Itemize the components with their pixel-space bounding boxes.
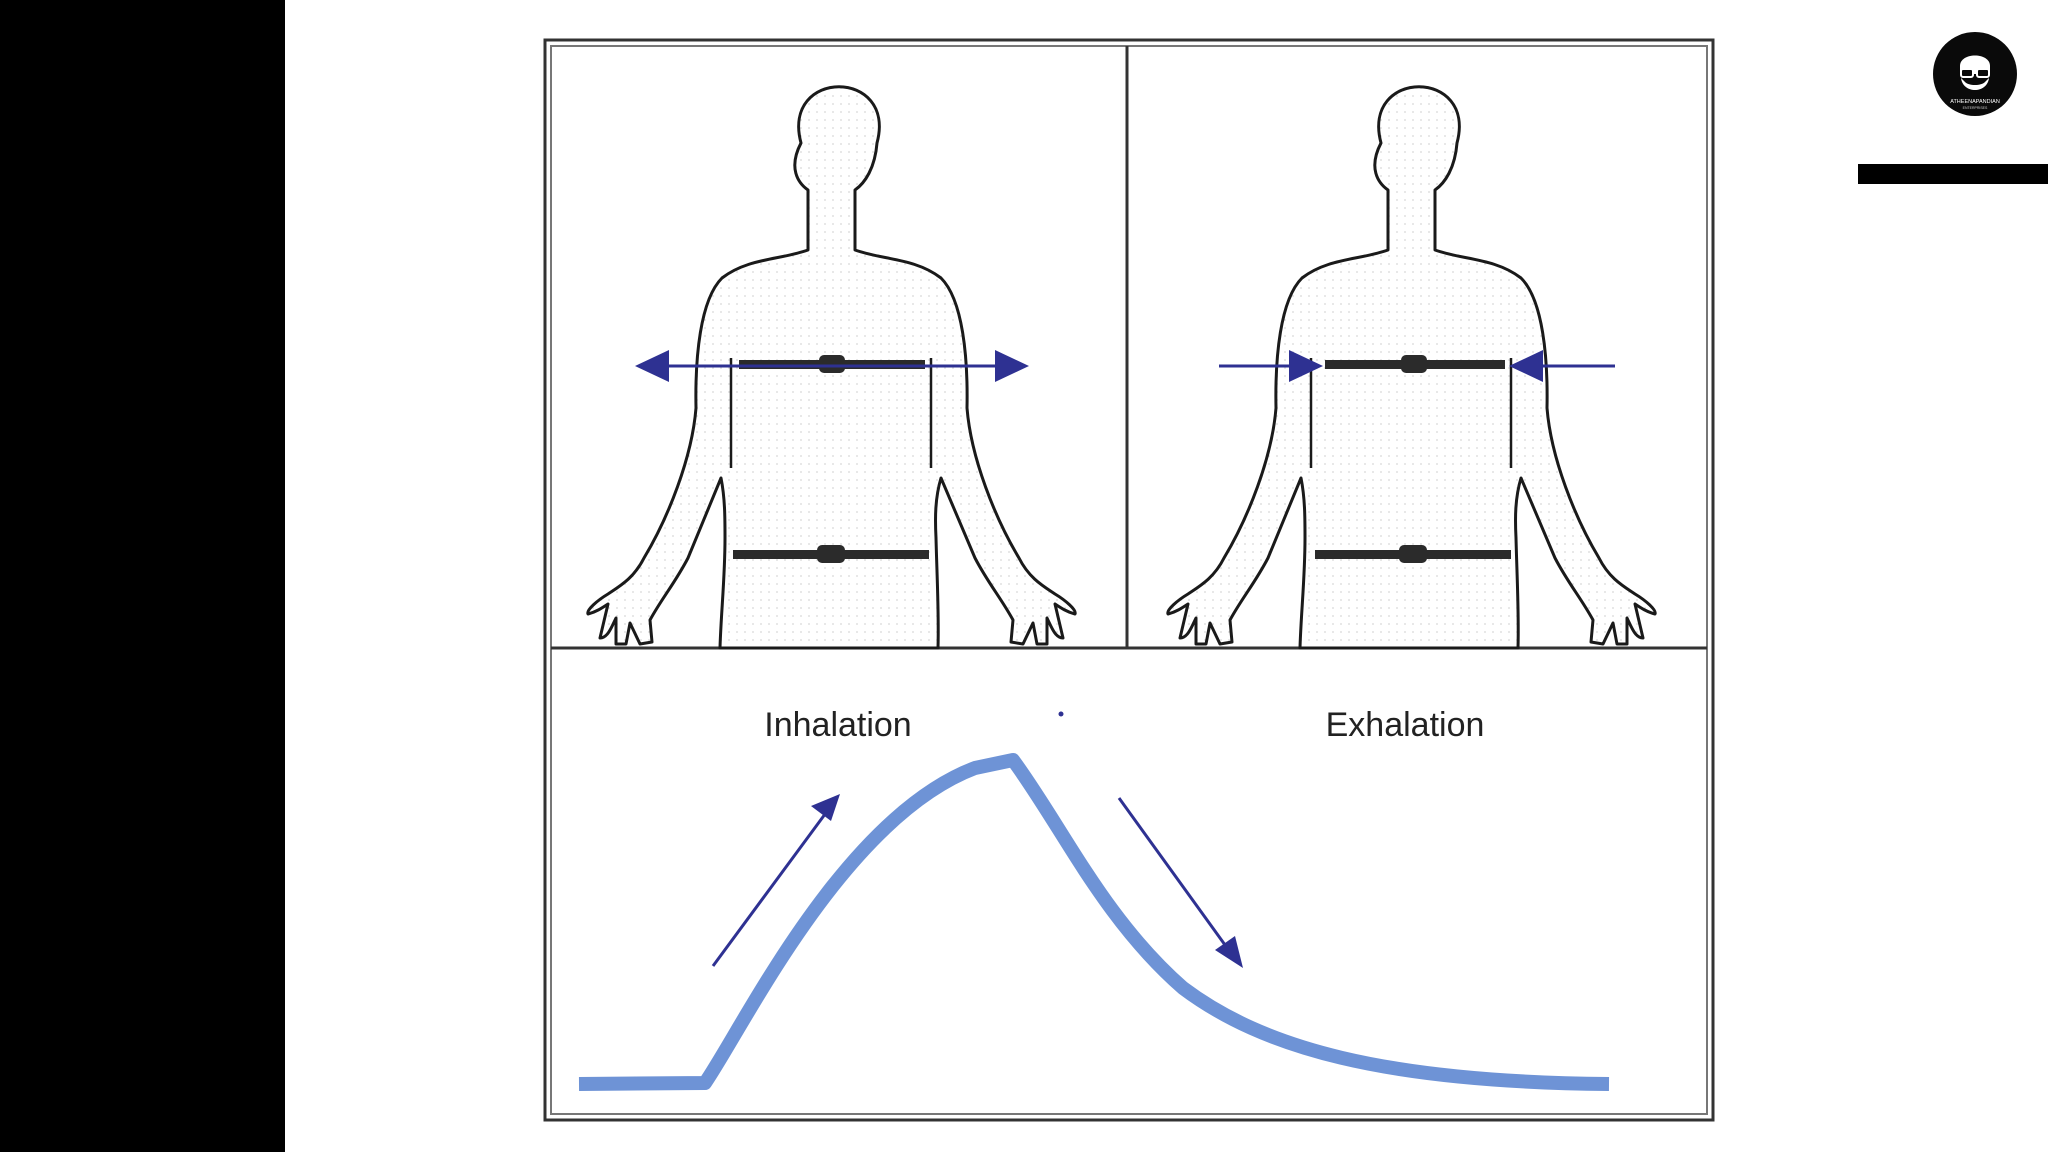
logo-underline-bar [1858, 164, 2048, 184]
arrowhead-inward-right [1509, 350, 1543, 382]
falling-arrowhead [1215, 936, 1243, 968]
center-dot [1058, 711, 1064, 717]
bearded-face-icon: ATHEENAPANDIAN ENTERPRISES [1933, 32, 2017, 116]
logo-name: ATHEENAPANDIAN [1950, 99, 2000, 105]
rising-arrowhead [811, 794, 840, 821]
logo-tagline: ENTERPRISES [1963, 106, 1988, 110]
brand-logo: ATHEENAPANDIAN ENTERPRISES [1933, 32, 2017, 116]
abdomen-belt-exhalation [1315, 545, 1511, 563]
label-exhalation: Exhalation [1325, 706, 1485, 744]
arrowhead-inward-left [1289, 350, 1323, 382]
arrowhead-right [995, 350, 1029, 382]
abdomen-belt-inhalation [733, 545, 929, 563]
arrowhead-left [635, 350, 669, 382]
falling-arrow [1117, 797, 1235, 957]
label-inhalation: Inhalation [764, 706, 912, 744]
rising-arrow [711, 805, 833, 967]
chest-belt-exhalation [1325, 355, 1505, 373]
left-black-bar [0, 0, 285, 1152]
breathing-waveform [578, 753, 1610, 1091]
respiration-belt-diagram: Inhalation Exhalation [543, 38, 1715, 1122]
